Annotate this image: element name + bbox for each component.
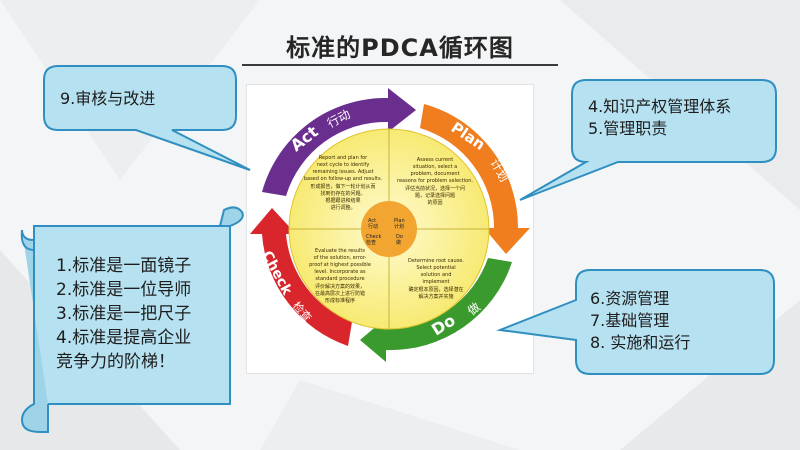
plan-arrow	[420, 104, 530, 254]
quadrant-act-text: Report and plan for next cycle to identi…	[304, 155, 383, 211]
do-arrow	[360, 258, 512, 362]
center-act: Act	[368, 218, 376, 224]
callout-line: 7.基础管理	[590, 311, 670, 330]
pdca-center-circle	[361, 201, 417, 257]
svg-text:找到仍存在的问题。: 找到仍存在的问题。	[320, 190, 365, 197]
callout-line: 8. 实施和运行	[590, 333, 691, 352]
svg-text:评估当前状况，选择一个问: 评估当前状况，选择一个问	[405, 185, 465, 192]
center-plan-cn: 计划	[394, 223, 404, 230]
center-do-cn: 做	[396, 239, 401, 246]
svg-text:评价解决方案的效果，: 评价解决方案的效果，	[315, 283, 365, 290]
svg-text:形成报告，做下一轮计划从而: 形成报告，做下一轮计划从而	[310, 183, 375, 190]
svg-text:确定根本原因，选择潜在: 确定根本原因，选择潜在	[408, 286, 463, 293]
svg-text:based on follow-up and results: based on follow-up and results.	[304, 176, 383, 182]
callout-bottom-right	[496, 269, 775, 375]
svg-text:Evaluate the results: Evaluate the results	[315, 248, 365, 254]
svg-text:next cycle to identify: next cycle to identify	[317, 162, 370, 168]
act-arrow	[262, 88, 416, 196]
title-underline	[242, 64, 558, 66]
callout-top-right-text: 4.知识产权管理体系 5.管理职责	[588, 96, 731, 140]
scroll-line: 4.标准是提高企业	[56, 328, 192, 348]
svg-text:进行调整。: 进行调整。	[330, 204, 355, 211]
svg-text:situation, select a: situation, select a	[413, 164, 457, 170]
callout-top-left-text: 9.审核与改进	[60, 88, 155, 110]
scroll-banner	[20, 206, 244, 433]
quadrant-plan-text: Assess current situation, select a probl…	[397, 157, 473, 206]
svg-text:题，记录选择问题: 题，记录选择问题	[415, 192, 455, 199]
svg-text:of the solution, error-: of the solution, error-	[314, 255, 367, 261]
svg-text:形成标准程序: 形成标准程序	[325, 297, 355, 304]
svg-text:Select potential: Select potential	[416, 265, 455, 271]
callout-line: 4.知识产权管理体系	[588, 97, 732, 116]
center-check: Check	[366, 234, 381, 240]
svg-text:在最高层次上进行防错: 在最高层次上进行防错	[315, 290, 365, 297]
svg-text:level. Incorporate as: level. Incorporate as	[314, 269, 366, 275]
check-arrow	[250, 208, 352, 346]
scroll-line: 1.标准是一面镜子	[56, 256, 192, 276]
center-do: Do	[396, 234, 403, 240]
svg-text:problem, document: problem, document	[410, 171, 459, 177]
svg-text:Assess current: Assess current	[417, 157, 454, 163]
callout-line: 9.审核与改进	[60, 89, 156, 108]
quadrant-check-text: Evaluate the results of the solution, er…	[309, 248, 371, 304]
quadrant-do-text: Determine root cause. Select potential s…	[408, 258, 464, 300]
svg-text:standard procedure: standard procedure	[315, 276, 364, 282]
center-act-cn: 行动	[368, 223, 378, 230]
scroll-line: 竞争力的阶梯！	[56, 352, 175, 372]
callout-top-left	[43, 65, 251, 171]
scroll-text: 1.标准是一面镜子 2.标准是一位导师 3.标准是一把尺子 4.标准是提高企业 …	[56, 254, 191, 374]
page-title: 标准的PDCA循环图	[286, 34, 514, 62]
scroll-line: 3.标准是一把尺子	[56, 304, 192, 324]
svg-text:proof at highest possible: proof at highest possible	[309, 262, 371, 268]
center-plan: Plan	[394, 218, 405, 224]
svg-text:Determine root cause.: Determine root cause.	[408, 258, 464, 264]
callout-line: 6.资源管理	[590, 289, 670, 308]
svg-text:solution and: solution and	[421, 272, 452, 278]
svg-text:解决方案并实施: 解决方案并实施	[418, 293, 453, 300]
center-check-cn: 检查	[366, 239, 376, 246]
svg-text:reasons for problem selection.: reasons for problem selection.	[397, 178, 473, 184]
svg-text:的原因: 的原因	[427, 199, 442, 206]
svg-text:remaining issues. Adjust: remaining issues. Adjust	[312, 169, 373, 175]
svg-text:implement: implement	[423, 279, 450, 285]
scroll-line: 2.标准是一位导师	[56, 280, 192, 300]
svg-text:Report and plan for: Report and plan for	[319, 155, 368, 161]
svg-text:根据跟进和结果: 根据跟进和结果	[325, 197, 360, 204]
callout-top-right	[519, 79, 777, 201]
callout-bottom-right-text: 6.资源管理 7.基础管理 8. 实施和运行	[590, 288, 690, 354]
callout-line: 5.管理职责	[588, 119, 668, 138]
